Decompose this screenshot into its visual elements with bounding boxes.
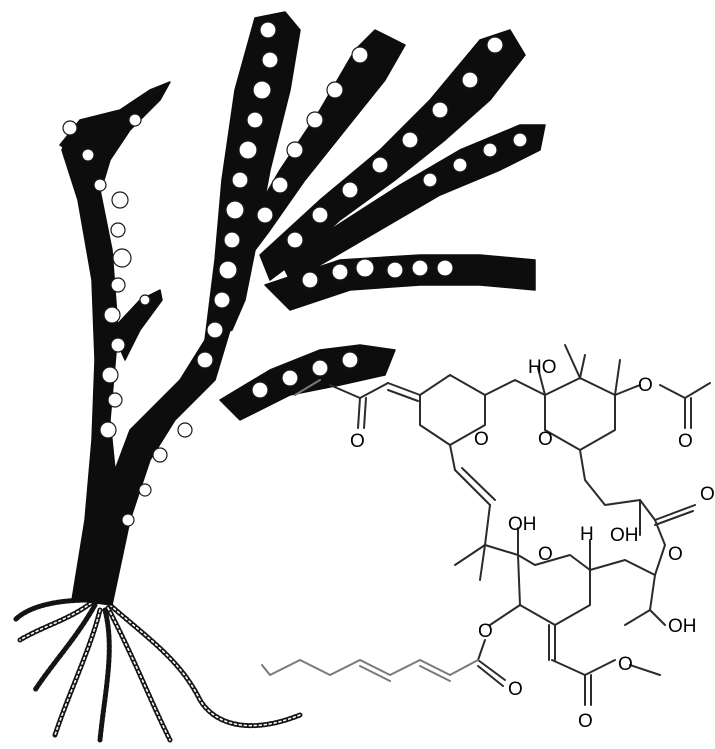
atom-label: O (538, 544, 553, 565)
atom-label: OH (668, 616, 697, 637)
holdfast-roots (12, 597, 303, 743)
atom-label: OH (610, 525, 639, 546)
atom-label: O (474, 429, 489, 450)
atom-label: O (638, 375, 653, 396)
atom-label: HO (528, 357, 557, 378)
atom-label: O (478, 621, 493, 642)
atom-label: OH (508, 514, 537, 535)
atom-label: O (700, 484, 715, 505)
structure-atom-labels: HO O O O O O O OH OH O H O O O O O OH (350, 357, 715, 732)
atom-label: O (578, 711, 593, 732)
zooid-chambers (62, 21, 528, 527)
bryozoan-colony-illustration-icon (12, 11, 546, 743)
atom-label: O (350, 431, 365, 452)
bryostatin-chemical-structure-icon: HO O O O O O O OH OH O H O O O O O OH (261, 344, 715, 732)
colony-branches (59, 11, 546, 606)
structure-bonds (261, 344, 711, 706)
atom-label: O (508, 679, 523, 700)
atom-label: O (618, 654, 633, 675)
atom-label: O (668, 544, 683, 565)
atom-label: O (538, 429, 553, 450)
atom-label: O (678, 431, 693, 452)
atom-label: H (580, 524, 594, 545)
